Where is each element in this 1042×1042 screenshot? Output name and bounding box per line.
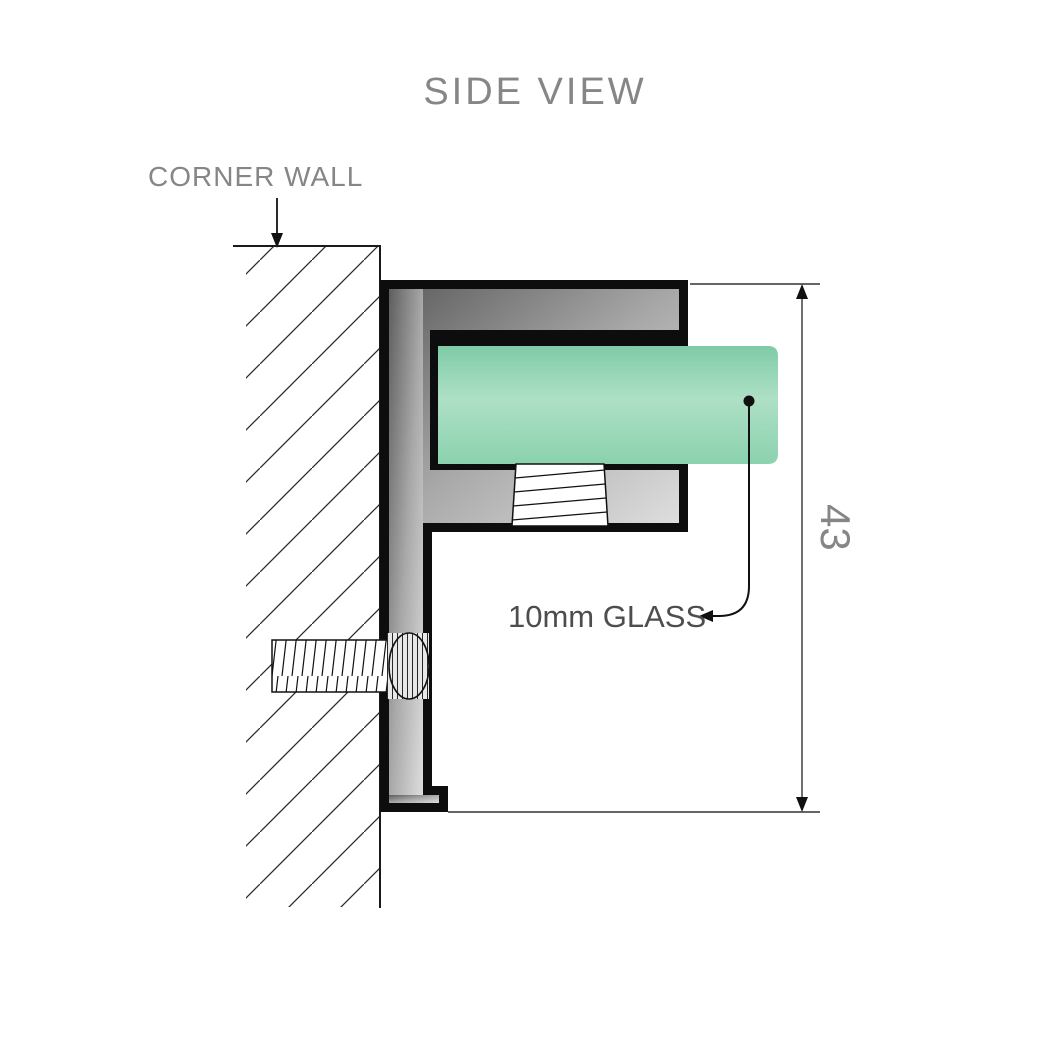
dimension: 43 [448,283,859,813]
wall-hatching [246,247,380,907]
dimension-label: 43 [812,504,859,551]
glass-callout: 10mm GLASS [508,395,755,634]
grub-screw [511,463,609,527]
glass-panel [438,346,778,464]
fixing-screw [271,632,430,700]
corner-wall-label: CORNER WALL [148,161,363,192]
glass-leader-arrow [699,610,713,622]
glass-label: 10mm GLASS [508,599,706,634]
dimension-arrow-top [796,284,808,299]
corner-wall-arrow [271,198,283,248]
screw-hole [388,632,430,700]
dimension-arrow-bottom [796,797,808,812]
diagram-title: SIDE VIEW [423,71,646,113]
glass-leader-line [707,401,750,617]
